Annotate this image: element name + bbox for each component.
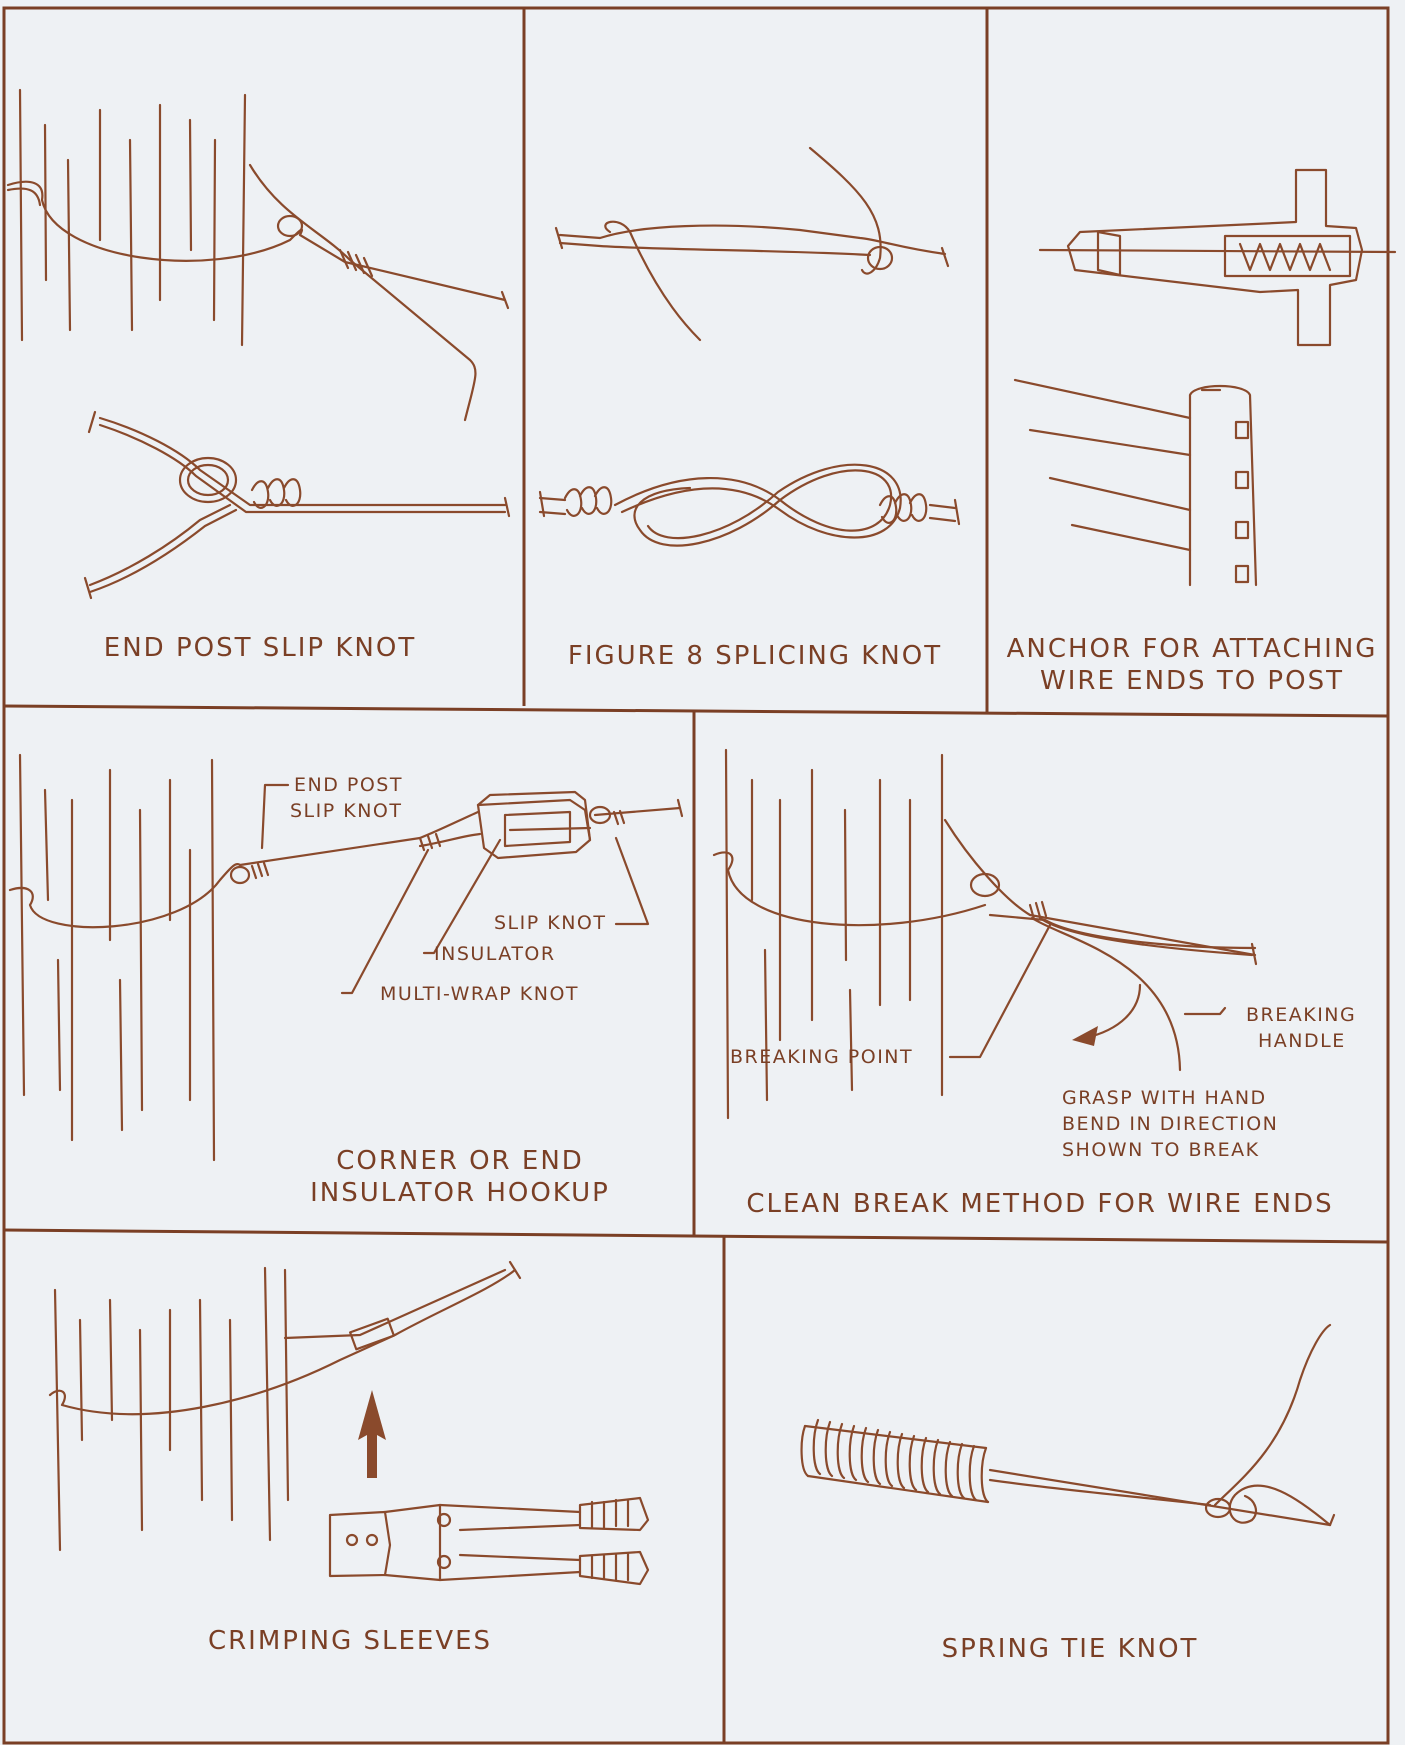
figure8-tight <box>540 465 959 546</box>
wire-loop <box>8 165 508 420</box>
wooden-post <box>20 90 245 345</box>
callout-multi-wrap-knot: MULTI-WRAP KNOT <box>380 982 579 1006</box>
caption-anchor-line1: ANCHOR FOR ATTACHING <box>992 633 1392 665</box>
callout-grasp-line2: BEND IN DIRECTION <box>1062 1112 1278 1136</box>
callout-breaking-handle-line2: HANDLE <box>1258 1029 1346 1053</box>
caption-corner-line1: CORNER OR END <box>280 1145 640 1177</box>
caption-crimping-sleeves: CRIMPING SLEEVES <box>150 1625 550 1657</box>
spring-coil <box>802 1420 988 1502</box>
crimping-sleeves-illustration <box>50 1262 648 1584</box>
up-arrow <box>358 1390 386 1478</box>
tension-anchor <box>1040 170 1395 345</box>
caption-figure8-splicing-knot: FIGURE 8 SPLICING KNOT <box>530 640 980 672</box>
callout-slip-knot: SLIP KNOT <box>494 911 606 935</box>
callout-end-post-line2: SLIP KNOT <box>290 799 402 823</box>
break-wires <box>714 820 1256 1070</box>
callout-end-post-line1: END POST <box>294 773 403 797</box>
caption-spring-tie-knot: SPRING TIE KNOT <box>880 1633 1260 1665</box>
caption-corner-line2: INSULATOR HOOKUP <box>280 1177 640 1209</box>
bend-direction-arrow <box>1072 985 1140 1046</box>
callout-breaking-point: BREAKING POINT <box>730 1045 913 1069</box>
callout-grasp-line1: GRASP WITH HAND <box>1062 1086 1267 1110</box>
callout-breaking-handle-line1: BREAKING <box>1246 1003 1356 1027</box>
figure8-splicing-knot-illustration <box>540 148 959 546</box>
crimping-tool <box>330 1498 648 1584</box>
end-post-slip-knot-illustration <box>8 90 509 598</box>
caption-clean-break: CLEAN BREAK METHOD FOR WIRE ENDS <box>700 1188 1380 1220</box>
wooden-post <box>55 1268 288 1550</box>
wooden-post <box>20 755 214 1160</box>
slip-knot-closeup <box>85 412 509 598</box>
spring-tie-knot-illustration <box>802 1325 1334 1525</box>
callout-insulator: INSULATOR <box>434 942 556 966</box>
callout-grasp-line3: SHOWN TO BREAK <box>1062 1138 1260 1162</box>
anchor-illustration <box>1015 170 1395 585</box>
caption-anchor-line2: WIRE ENDS TO POST <box>992 665 1392 697</box>
tie-wires <box>990 1325 1334 1525</box>
figure8-loose <box>556 148 948 340</box>
steel-post-with-wires <box>1015 380 1256 585</box>
caption-end-post-slip-knot: END POST SLIP KNOT <box>30 632 490 664</box>
